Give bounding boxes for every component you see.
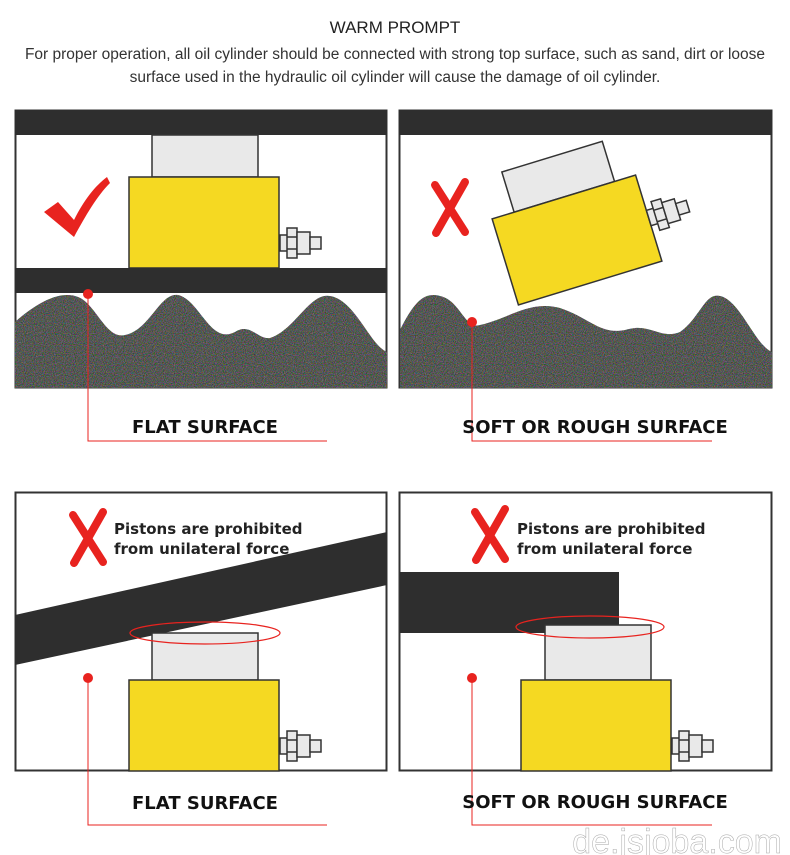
panel-unilateral-force-offset: Pistons are prohibited from unilateral f… <box>398 491 773 826</box>
tilted-cylinder <box>491 140 694 306</box>
panel-label: SOFT OR ROUGH SURFACE <box>462 792 728 813</box>
pointer-line <box>87 678 327 826</box>
watermark: de.jsjoba.com <box>572 823 782 855</box>
ground <box>15 294 387 388</box>
cross-icon <box>471 505 509 564</box>
piston <box>151 134 259 178</box>
top-plate <box>15 110 387 135</box>
cross-icon <box>431 178 469 237</box>
panel-label: FLAT SURFACE <box>132 417 278 438</box>
panel-label: FLAT SURFACE <box>132 793 278 814</box>
panel-unilateral-force-slanted: Pistons are prohibited from unilateral f… <box>14 491 388 826</box>
piston <box>544 624 652 681</box>
panel-rough-surface-wrong: SOFT OR ROUGH SURFACE <box>398 109 773 442</box>
contact-highlight <box>129 621 281 645</box>
warning-note: Pistons are prohibited <box>114 520 303 538</box>
warning-note: Pistons are prohibited <box>517 520 706 538</box>
warning-note: from unilateral force <box>517 540 692 558</box>
base-plate <box>15 268 387 293</box>
top-plate <box>399 110 772 135</box>
pointer-line <box>471 678 712 826</box>
page-description: For proper operation, all oil cylinder s… <box>24 46 766 86</box>
warning-note: from unilateral force <box>114 540 289 558</box>
page-title: WARM PROMPT <box>329 18 461 37</box>
panel-flat-surface-correct: FLAT SURFACE <box>14 109 388 442</box>
ground <box>400 295 772 388</box>
slanted-beam <box>15 532 387 665</box>
cross-icon <box>69 508 107 567</box>
pointer-line <box>471 322 712 442</box>
cylinder-body <box>520 679 672 772</box>
contact-highlight <box>515 615 665 639</box>
piston <box>151 632 259 681</box>
cylinder-body <box>128 679 280 772</box>
pointer-line <box>87 294 327 442</box>
cylinder-body <box>128 176 280 269</box>
check-icon <box>44 177 110 237</box>
panel-label: SOFT OR ROUGH SURFACE <box>462 417 728 438</box>
offset-block <box>400 572 619 633</box>
